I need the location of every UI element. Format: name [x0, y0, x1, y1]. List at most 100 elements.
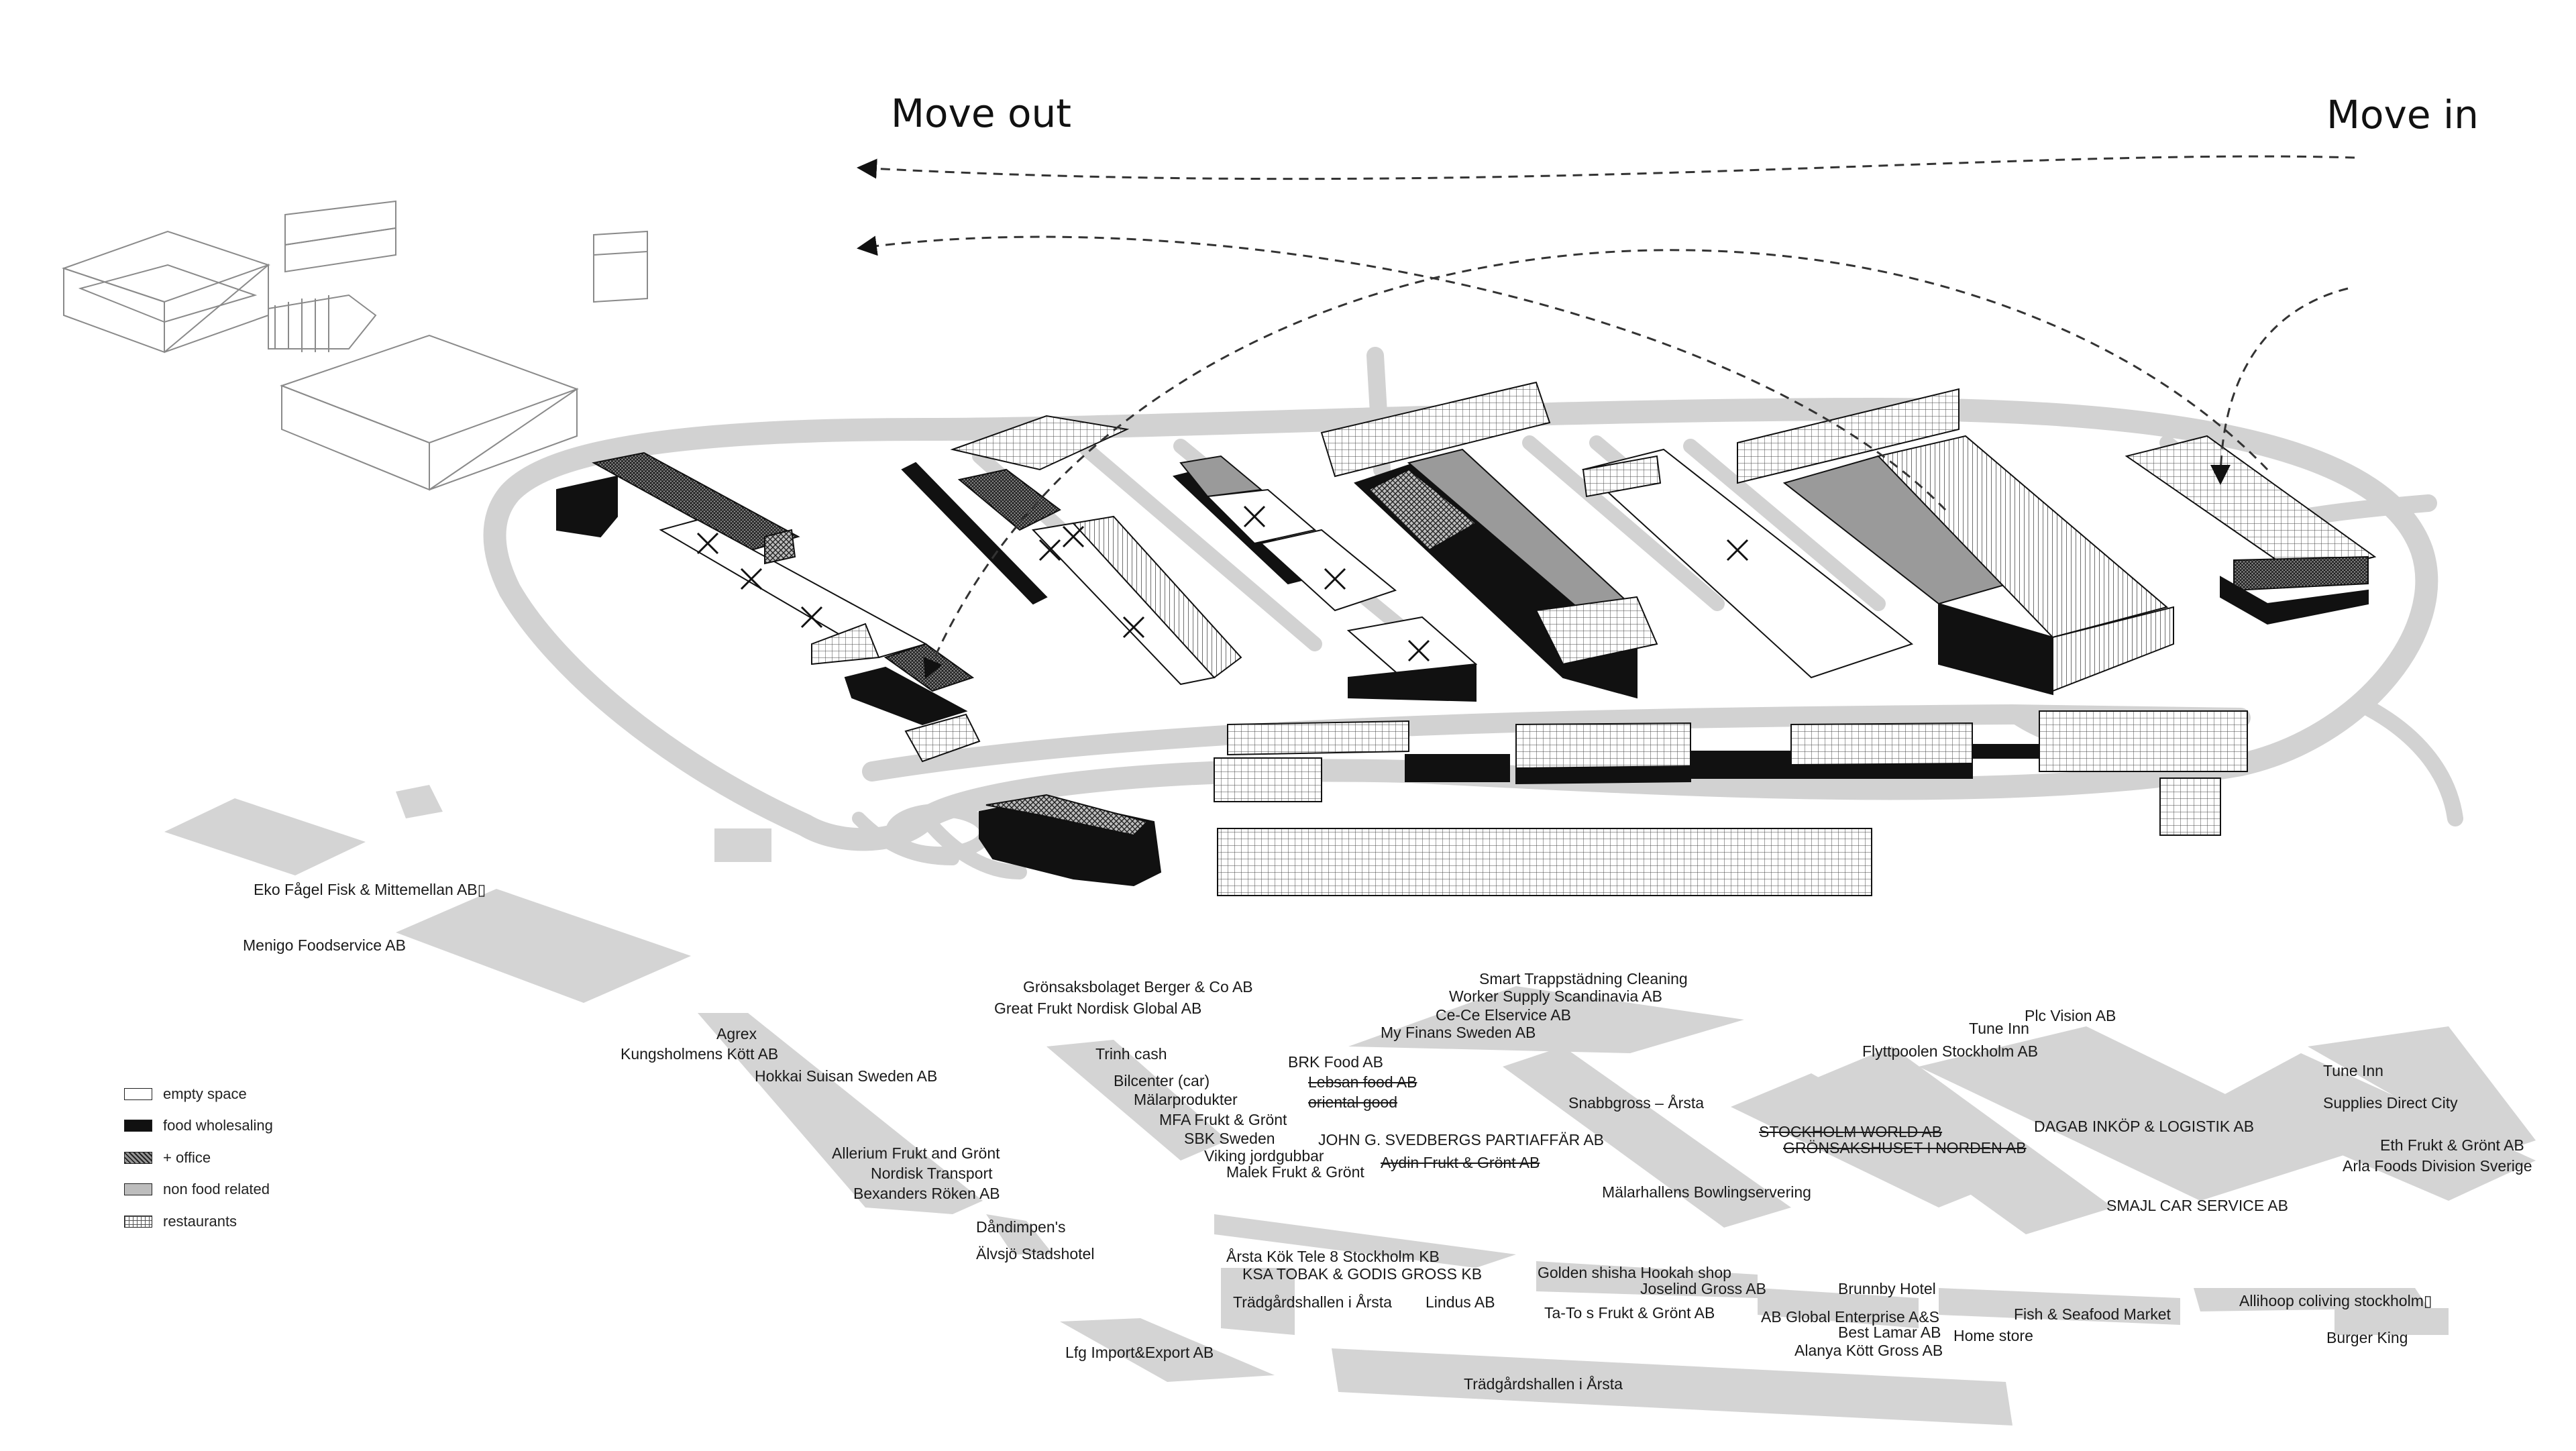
tenant-label: Best Lamar AB: [1838, 1324, 1941, 1341]
road: [1079, 442, 1322, 651]
tenant-label: Tune Inn: [1969, 1020, 2029, 1037]
building-a-dark: [764, 529, 796, 565]
building-e-white: [1581, 448, 1914, 679]
row-grid-3: [1790, 722, 1973, 769]
legend-label: empty space: [163, 1085, 247, 1102]
tenant-label: Worker Supply Scandinavia AB: [1449, 987, 1662, 1005]
tenant-label: Snabbgross – Årsta: [1568, 1094, 1705, 1112]
legend-label: non food related: [163, 1181, 270, 1197]
x-marks: [696, 505, 1749, 662]
legend-label: + office: [163, 1149, 211, 1166]
building-c-dark: [1348, 663, 1477, 702]
tenant-label: Arla Foods Division Sverige: [2343, 1157, 2532, 1175]
road: [918, 811, 1027, 879]
parcel: [1731, 1073, 2006, 1207]
road: [1522, 435, 1725, 611]
tenant-label: AB Global Enterprise A&S: [1761, 1308, 1939, 1326]
move-in-heading: Move in: [2326, 92, 2479, 138]
x-mark: [1726, 539, 1749, 561]
tenant-label: SBK Sweden: [1184, 1130, 1275, 1147]
tenant-label: Årsta Kök Tele 8 Stockholm KB: [1226, 1248, 1440, 1265]
building-d-cross: [1367, 468, 1477, 551]
tenant-label: Malek Frukt & Grönt: [1226, 1163, 1364, 1181]
move-out-heading: Move out: [891, 91, 1071, 136]
tenant-label: Ce-Ce Elservice AB: [1436, 1006, 1571, 1024]
tenant-label: Joselind Gross AB: [1640, 1280, 1766, 1297]
building-c-gray: [1179, 455, 1263, 498]
tenant-label: Bilcenter (car): [1114, 1072, 1210, 1089]
parcel: [1348, 986, 1744, 1053]
tenant-label: JOHN G. SVEDBERGS PARTIAFFÄR AB: [1318, 1131, 1605, 1148]
parcel: [1536, 1261, 1758, 1298]
tenant-label: Alanya Kött Gross AB: [1794, 1342, 1943, 1359]
parcel: [986, 1214, 1053, 1254]
x-mark: [1062, 525, 1085, 548]
tenant-label: Hokkai Suisan Sweden AB: [755, 1067, 938, 1085]
tenant-label: Brunnby Hotel: [1838, 1280, 1936, 1297]
row-black-1: [1405, 754, 1510, 782]
row-grid-2: [1515, 722, 1691, 773]
x-mark: [800, 606, 823, 629]
road: [2353, 696, 2463, 826]
legend-label: restaurants: [163, 1213, 237, 1230]
building-g-grid: [2125, 435, 2377, 578]
road: [1683, 439, 1886, 611]
building-b-hatch: [957, 468, 1061, 531]
row-black-4: [1790, 762, 1973, 779]
x-mark: [740, 568, 763, 590]
tenant-label: Eth Frukt & Grönt AB: [2380, 1136, 2524, 1154]
building-c-white2: [1259, 529, 1397, 612]
parcel: [1758, 1288, 1919, 1328]
building-f-black-side: [1938, 602, 2053, 696]
tenant-label: Lfg Import&Export AB: [1065, 1344, 1214, 1361]
parcel: [1214, 1214, 1516, 1268]
building-b-black: [901, 462, 1048, 605]
parcel: [1332, 1348, 2012, 1426]
tenant-label: SMAJL CAR SERVICE AB: [2106, 1197, 2288, 1214]
building-a-grid: [811, 623, 880, 665]
parcel: [1221, 1268, 1295, 1335]
tenant-label: Smart Trappstädning Cleaning: [1479, 970, 1688, 987]
tenant-label: DAGAB INKÖP & LOGISTIK AB: [2034, 1118, 2255, 1135]
tenant-label: BRK Food AB: [1288, 1053, 1383, 1071]
tenant-label: Lindus AB: [1426, 1293, 1495, 1311]
building-g-black: [2220, 576, 2369, 625]
tenant-label: Ta-To s Frukt & Grönt AB: [1544, 1304, 1715, 1322]
tenant-label: Home store: [1953, 1327, 2033, 1344]
building-f-grid: [1737, 388, 1960, 484]
parcel: [2334, 1308, 2449, 1335]
movement-arrows: [857, 155, 2355, 680]
legend-swatch-food: [124, 1120, 152, 1132]
parcel: [1046, 1040, 1228, 1161]
x-mark: [1243, 505, 1266, 528]
tenant-label: Nordisk Transport: [871, 1165, 993, 1182]
building-f-side-vert: [2052, 606, 2174, 692]
building-a-grid2: [904, 713, 981, 763]
x-mark: [1407, 639, 1430, 662]
x-mark: [1122, 616, 1145, 639]
row-black-3: [1690, 751, 1792, 779]
legend-label: food wholesaling: [163, 1117, 273, 1134]
tenant-label: Flyttpoolen Stockholm AB: [1862, 1042, 2039, 1060]
tenant-label-closed: STOCKHOLM WORLD AB: [1759, 1123, 1943, 1140]
tenant-label: Viking jordgubbar: [1204, 1147, 1324, 1165]
tenant-label: Bexanders Röken AB: [853, 1185, 1000, 1202]
tenant-label: KSA TOBAK & GODIS GROSS KB: [1242, 1265, 1483, 1283]
row-grid-4b: [2159, 777, 2221, 836]
parcel: [1939, 1288, 2180, 1325]
building-e-grid: [1582, 455, 1662, 498]
parcel: [1060, 1318, 1275, 1382]
parcel: [396, 785, 443, 818]
tenant-label: Trädgårdshallen i Årsta: [1464, 1375, 1623, 1393]
tenant-label: Burger King: [2326, 1329, 2408, 1346]
tenant-label: Dåndimpen's: [976, 1218, 1066, 1236]
x-mark: [1038, 539, 1061, 561]
parcel: [698, 1013, 983, 1214]
building-b-grid: [950, 415, 1130, 471]
tenant-label: Trinh cash: [1095, 1045, 1167, 1063]
buildings: [556, 381, 2377, 896]
move-in-arrow-1: [2210, 287, 2349, 485]
tenant-label: Tune Inn: [2323, 1062, 2383, 1079]
